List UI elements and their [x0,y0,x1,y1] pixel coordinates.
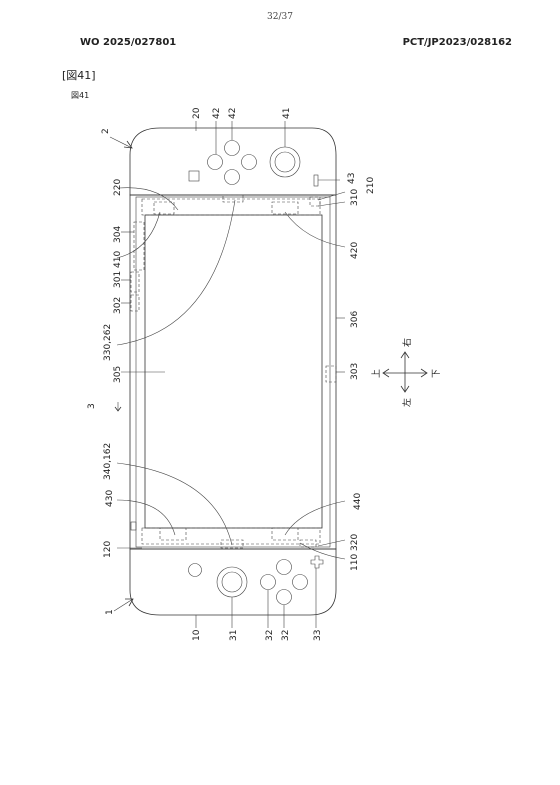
ref-10: 10 [192,629,202,641]
upper-controller-body [129,127,337,196]
dir-down-label: 下 [432,369,442,378]
ref-420: 420 [350,242,360,259]
component-120 [220,539,244,549]
analog-stick-41-outer [269,146,301,178]
ref-2: 2 [101,128,111,134]
arrow-head-up [382,368,390,378]
ref-42b: 42 [228,108,238,119]
main-body-inner [135,196,331,548]
component-304 [133,221,145,271]
leader-lines [109,121,346,628]
button-10-small [188,563,202,577]
ref-410: 410 [113,251,123,268]
button-42-right [241,154,257,170]
ref-340-162: 340,162 [103,443,113,480]
publication-number: WO 2025/027801 [80,37,177,48]
ref-440: 440 [353,493,363,510]
ref-1: 1 [105,609,115,615]
ref-306: 306 [350,311,360,328]
bottom-dashed-band [141,527,321,545]
arrow-head-left [400,385,410,393]
component-210 [222,194,244,203]
figure-heading: [図41] [62,69,96,82]
arrow-head-down [420,368,428,378]
ref-302: 302 [113,297,123,314]
page-number: 32/37 [267,12,293,22]
ref-32b: 32 [281,630,291,641]
application-number: PCT/JP2023/028162 [402,37,512,48]
component-320 [299,539,317,548]
button-32-right [292,574,308,590]
button-32-top [276,559,292,575]
reference-numerals: 2 20 42 42 41 43 210 220 310 304 410 420… [87,107,376,641]
lower-controller-body [129,548,337,616]
ref-310: 310 [350,189,360,206]
arrow-head-right [400,351,410,359]
ref-33: 33 [313,630,323,641]
analog-stick-31-inner [221,571,243,593]
component-301 [130,271,140,293]
ref-31: 31 [229,630,239,641]
component-440 [271,527,299,541]
component-420 [271,201,299,215]
ref-430: 430 [105,490,115,507]
analog-stick-41-inner [274,151,296,173]
ref-32a: 32 [265,630,275,641]
component-220 [153,201,175,215]
button-42-top [224,140,240,156]
ref-301: 301 [113,271,123,288]
figure-label: 図41 [71,91,90,100]
ref-330-262: 330,262 [103,324,113,361]
ref-20: 20 [192,107,202,119]
ref-120: 120 [103,541,113,558]
dir-up-label: 上 [371,369,382,378]
ref-110: 110 [350,554,360,571]
ref-3: 3 [87,403,97,409]
component-430 [159,527,187,541]
ref-220: 220 [113,179,123,196]
button-42-bottom [224,169,240,185]
ref-43: 43 [347,173,357,184]
top-dashed-band [141,198,321,216]
dir-right-label: 右 [401,338,413,347]
ref-41: 41 [282,108,292,119]
button-32-bottom [276,589,292,605]
button-42-left [207,154,223,170]
ref-320: 320 [350,534,360,551]
display-305 [144,214,323,529]
ref-42a: 42 [212,108,222,119]
dir-left-label: 左 [401,398,413,407]
button-32-left [260,574,276,590]
component-left-bottom [130,521,137,531]
square-button [188,170,200,182]
ref-303: 303 [350,363,360,380]
component-302 [130,294,140,312]
direction-indicator: 右 左 上 下 [371,338,442,407]
component-310 [309,196,321,207]
ref-210: 210 [366,177,376,194]
component-303 [325,365,337,383]
analog-stick-31-outer [216,566,248,598]
indicator-43 [313,174,319,187]
ref-304: 304 [113,226,123,243]
ref-305: 305 [113,366,123,383]
dpad-33 [310,555,324,569]
